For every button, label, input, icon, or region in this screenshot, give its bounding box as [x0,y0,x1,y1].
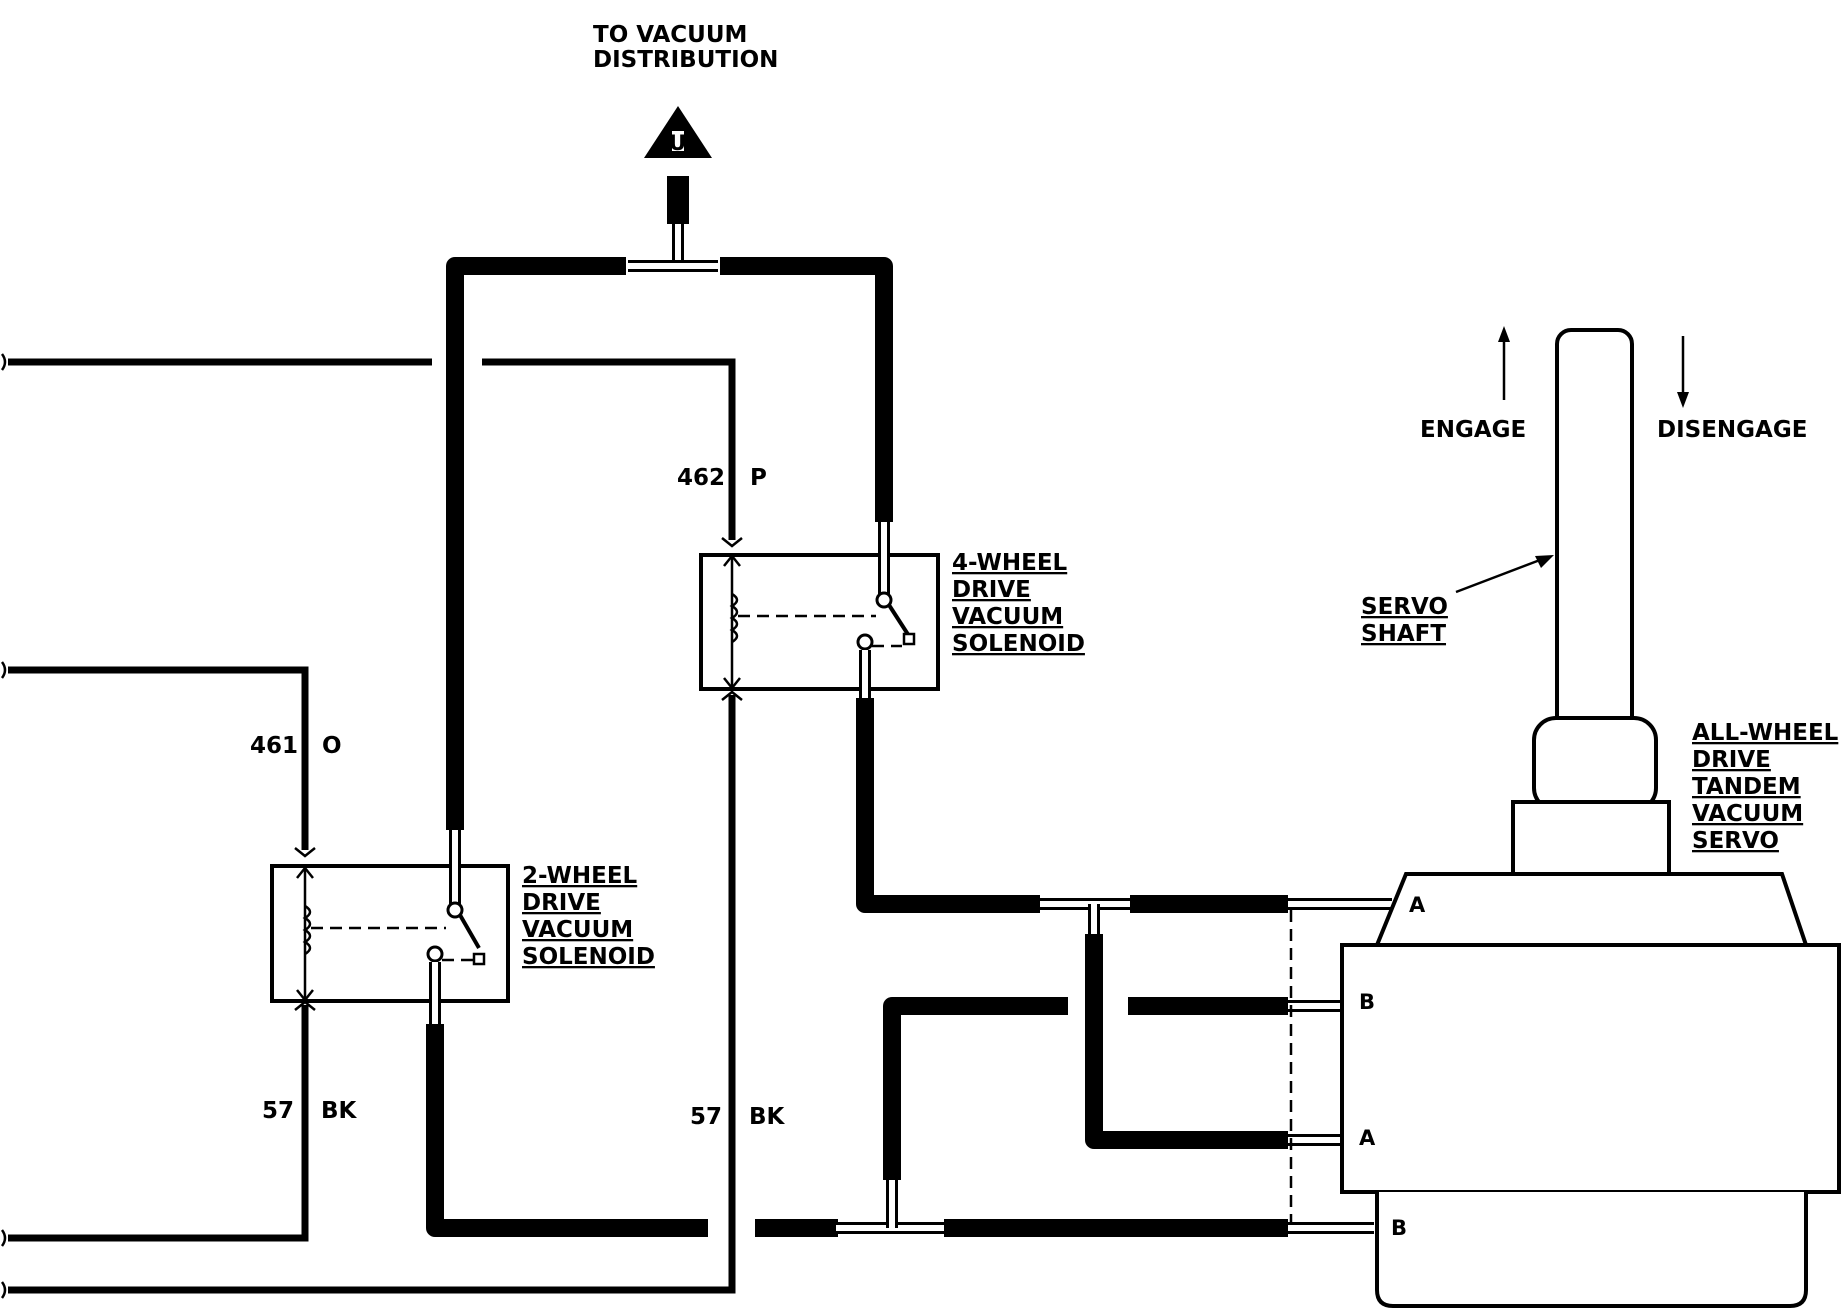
wire-462 [0,353,743,548]
wire-462-color: P [750,465,767,491]
servo-port-a-front: A [1409,893,1426,917]
svg-text:VACUUM: VACUUM [952,604,1063,630]
disengage-arrow-icon [1677,336,1689,408]
svg-text:TO VACUUM: TO VACUUM [593,22,747,48]
solenoid-4wd-label: 4-WHEEL DRIVE VACUUM SOLENOID [952,550,1085,657]
engage-arrow-icon [1498,326,1510,400]
svg-text:TANDEM: TANDEM [1692,774,1801,800]
svg-text:2-WHEEL: 2-WHEEL [522,863,638,889]
svg-text:VACUUM: VACUUM [1692,801,1803,827]
wire-57-left-color: BK [321,1098,358,1124]
svg-text:VACUUM: VACUUM [522,917,633,943]
vacuum-distribution-label: TO VACUUM DISTRIBUTION [593,22,778,73]
hose-to-4wd-solenoid [720,257,893,522]
solenoid-2wd [270,830,510,1024]
wire-461 [0,661,316,858]
wire-57-left [0,1000,316,1247]
hose-to-2wd-solenoid [446,257,626,830]
vacuum-connector-triangle: U [644,106,712,158]
svg-text:SERVO: SERVO [1361,594,1448,620]
engage-label: ENGAGE [1420,417,1526,443]
wire-461-number: 461 [250,733,298,759]
servo-label: ALL-WHEEL DRIVE TANDEM VACUUM SERVO [1692,720,1839,854]
svg-text:4-WHEEL: 4-WHEEL [952,550,1068,576]
vacuum-tee-4wd [1040,898,1132,936]
servo-port-b-front: B [1359,990,1375,1014]
svg-text:SOLENOID: SOLENOID [522,944,655,970]
hose-2wd-output [426,1024,708,1237]
solenoid-4wd [699,522,940,700]
hose-to-port-b-front [883,997,1068,1180]
servo-body [1340,328,1841,1308]
wire-57-left-number: 57 [262,1098,294,1124]
wire-57-right-number: 57 [690,1104,722,1130]
svg-text:SOLENOID: SOLENOID [952,631,1085,657]
servo-shaft-label: SERVO SHAFT [1361,594,1448,647]
servo-port-tubes [1288,898,1392,1234]
hose-4wd-output [856,698,1040,913]
svg-text:DRIVE: DRIVE [522,890,601,916]
wire-461-color: O [322,733,342,759]
wire-57-right [0,690,743,1299]
hose-to-port-a-rear [1085,934,1288,1149]
svg-text:DRIVE: DRIVE [1692,747,1771,773]
svg-text:SHAFT: SHAFT [1361,621,1446,647]
svg-text:DRIVE: DRIVE [952,577,1031,603]
servo-port-b-rear: B [1391,1216,1407,1240]
svg-text:ALL-WHEEL: ALL-WHEEL [1692,720,1839,746]
vacuum-tee-2wd [836,1178,946,1234]
solenoid-2wd-label: 2-WHEEL DRIVE VACUUM SOLENOID [522,863,655,970]
servo-port-a-rear: A [1359,1126,1376,1150]
disengage-label: DISENGAGE [1657,417,1807,443]
svg-text:SERVO: SERVO [1692,828,1779,854]
wire-462-number: 462 [677,465,725,491]
svg-text:DISTRIBUTION: DISTRIBUTION [593,47,778,73]
svg-text:U: U [669,131,686,155]
wire-57-right-color: BK [749,1104,786,1130]
servo-shaft-pointer-icon [1455,555,1554,594]
